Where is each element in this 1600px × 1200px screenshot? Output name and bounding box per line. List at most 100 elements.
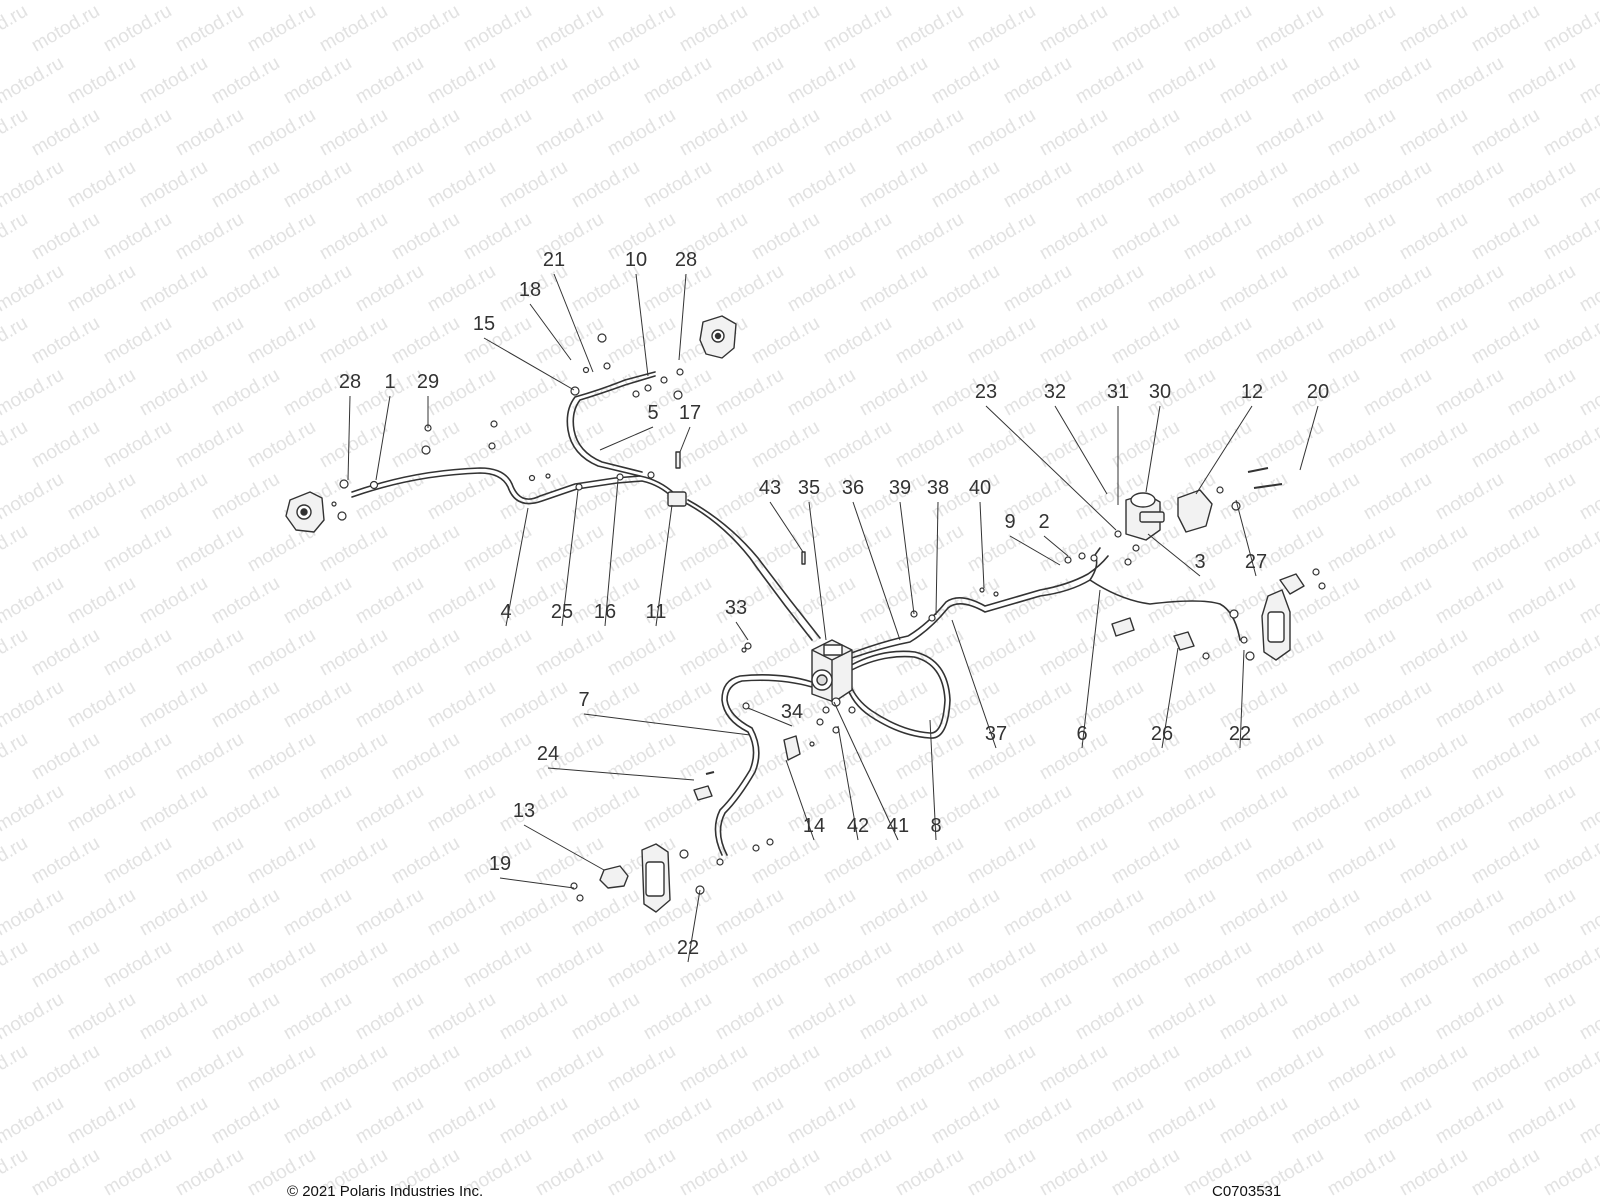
watermark-text: motod.ru xyxy=(1432,469,1507,525)
watermark-text: motod.ru xyxy=(1540,1041,1600,1097)
watermark-text: motod.ru xyxy=(1324,313,1399,369)
watermark-text: motod.ru xyxy=(136,885,211,941)
watermark-text: motod.ru xyxy=(136,53,211,109)
watermark-text: motod.ru xyxy=(712,261,787,317)
watermark-text: motod.ru xyxy=(1180,833,1255,889)
watermark-text: motod.ru xyxy=(1216,677,1291,733)
watermark-text: motod.ru xyxy=(388,729,463,785)
watermark-text: motod.ru xyxy=(424,0,499,4)
watermark-text: motod.ru xyxy=(532,105,607,161)
watermark-text: motod.ru xyxy=(0,781,67,837)
watermark-text: motod.ru xyxy=(1576,365,1600,421)
callout-25: 25 xyxy=(551,601,573,623)
callout-9: 9 xyxy=(1004,511,1015,533)
watermark-text: motod.ru xyxy=(388,937,463,993)
brake-line-7-inner xyxy=(719,679,813,856)
watermark-text: motod.ru xyxy=(28,1,103,57)
watermark-text: motod.ru xyxy=(496,677,571,733)
watermark-text: motod.ru xyxy=(496,885,571,941)
brake-line-5 xyxy=(566,371,656,477)
abs-module xyxy=(811,639,853,703)
watermark-text: motod.ru xyxy=(640,0,715,4)
watermark-text: motod.ru xyxy=(352,157,427,213)
watermark-text: motod.ru xyxy=(1324,209,1399,265)
leader-line-22 xyxy=(687,889,701,963)
callout-27: 27 xyxy=(1245,551,1267,573)
watermark-text: motod.ru xyxy=(964,1041,1039,1097)
watermark-text: motod.ru xyxy=(316,833,391,889)
watermark-text: motod.ru xyxy=(424,1093,499,1149)
watermark-text: motod.ru xyxy=(28,417,103,473)
bracket-14 xyxy=(783,735,801,761)
callout-28: 28 xyxy=(339,371,361,393)
watermark-text: motod.ru xyxy=(532,625,607,681)
watermark-text: motod.ru xyxy=(604,521,679,577)
callout-40: 40 xyxy=(969,477,991,499)
watermark-text: motod.ru xyxy=(676,105,751,161)
watermark-text: motod.ru xyxy=(1000,989,1075,1045)
watermark-text: motod.ru xyxy=(1468,105,1543,161)
leader-line-19 xyxy=(499,877,575,889)
brake-line-8 xyxy=(845,650,951,739)
watermark-text: motod.ru xyxy=(1324,1,1399,57)
watermark-text: motod.ru xyxy=(676,625,751,681)
watermark-text: motod.ru xyxy=(316,937,391,993)
watermark-text: motod.ru xyxy=(424,157,499,213)
watermark-text: motod.ru xyxy=(388,1041,463,1097)
watermark-text: motod.ru xyxy=(496,365,571,421)
watermark-text: motod.ru xyxy=(1252,1041,1327,1097)
watermark-text: motod.ru xyxy=(1216,1093,1291,1149)
watermark-text: motod.ru xyxy=(28,521,103,577)
watermark-text: motod.ru xyxy=(1396,833,1471,889)
watermark-text: motod.ru xyxy=(1468,625,1543,681)
callout-18: 18 xyxy=(519,279,541,301)
watermark-text: motod.ru xyxy=(28,313,103,369)
watermark-text: motod.ru xyxy=(1036,937,1111,993)
watermark-text: motod.ru xyxy=(1360,885,1435,941)
watermark-text: motod.ru xyxy=(1324,729,1399,785)
watermark-text: motod.ru xyxy=(1468,937,1543,993)
leader-line-13 xyxy=(523,824,605,871)
watermark-text: motod.ru xyxy=(1576,885,1600,941)
watermark-text: motod.ru xyxy=(604,625,679,681)
watermark-text: motod.ru xyxy=(1072,157,1147,213)
watermark-text: motod.ru xyxy=(676,1145,751,1200)
leader-line-24 xyxy=(547,767,695,781)
watermark-text: motod.ru xyxy=(640,53,715,109)
watermark-text: motod.ru xyxy=(64,885,139,941)
watermark-text: motod.ru xyxy=(352,677,427,733)
watermark-text: motod.ru xyxy=(0,105,31,161)
watermark-text: motod.ru xyxy=(1540,521,1600,577)
watermark-text: motod.ru xyxy=(1144,781,1219,837)
watermark-text: motod.ru xyxy=(136,469,211,525)
watermark-text: motod.ru xyxy=(1108,1,1183,57)
watermark-text: motod.ru xyxy=(28,209,103,265)
watermark-text: motod.ru xyxy=(28,1145,103,1200)
watermark-text: motod.ru xyxy=(676,1041,751,1097)
watermark-text: motod.ru xyxy=(244,1,319,57)
watermark-text: motod.ru xyxy=(1324,937,1399,993)
watermark-text: motod.ru xyxy=(352,573,427,629)
watermark-text: motod.ru xyxy=(568,157,643,213)
leader-line-22 xyxy=(1239,649,1245,749)
watermark-text: motod.ru xyxy=(172,729,247,785)
clip-26 xyxy=(1173,631,1195,651)
watermark-text: motod.ru xyxy=(0,157,67,213)
watermark-text: motod.ru xyxy=(424,53,499,109)
callout-22: 22 xyxy=(1229,723,1251,745)
watermark-text: motod.ru xyxy=(1504,989,1579,1045)
watermark-text: motod.ru xyxy=(208,469,283,525)
watermark-text: motod.ru xyxy=(64,0,139,4)
watermark-text: motod.ru xyxy=(172,417,247,473)
brake-line-5-inner xyxy=(572,375,656,473)
brake-line-4-inner xyxy=(351,472,674,505)
leader-line-1 xyxy=(375,395,391,481)
callout-16: 16 xyxy=(594,601,616,623)
watermark-text: motod.ru xyxy=(0,625,31,681)
watermark-text: motod.ru xyxy=(1468,729,1543,785)
leader-line-30 xyxy=(1145,405,1161,493)
watermark-text: motod.ru xyxy=(1396,729,1471,785)
leader-line-3 xyxy=(1147,533,1201,577)
